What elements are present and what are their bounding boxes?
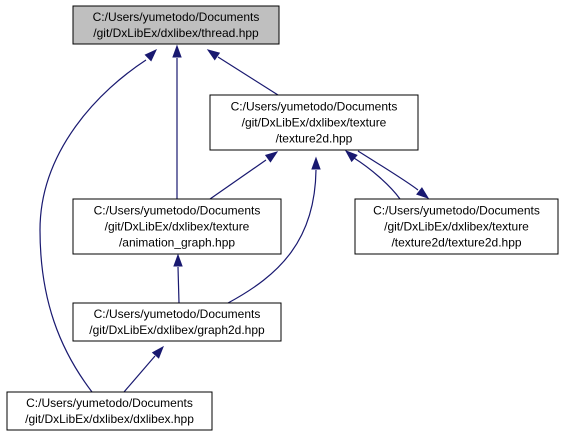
node-label-line: C:/Users/yumetodo/Documents — [26, 396, 193, 410]
edge-arrowhead — [311, 156, 321, 170]
edge-line — [217, 56, 279, 96]
edge-arrowhead — [144, 48, 158, 62]
node-label-line: /git/DxLibEx/dxlibex/texture — [105, 220, 250, 234]
node-label-line: C:/Users/yumetodo/Documents — [94, 307, 261, 321]
node-label-line: /git/DxLibEx/dxlibex/dxlibex.hpp — [25, 412, 194, 426]
edge-line — [357, 150, 419, 191]
edge-texture2d-inner-to-texture2d — [344, 150, 401, 200]
edge-arrowhead — [264, 151, 279, 163]
edge-animation-graph-to-thread — [172, 44, 182, 199]
edge-arrowhead — [206, 49, 221, 61]
node-box — [209, 94, 419, 151]
node-label-line: /texture2d.hpp — [276, 132, 353, 146]
edge-dxlibex-to-graph2d — [123, 345, 164, 393]
node-label-line: /git/DxLibEx/dxlibex/texture — [242, 116, 387, 130]
edge-line — [227, 169, 317, 304]
edge-line — [353, 157, 401, 200]
edge-animation-graph-to-texture2d — [209, 151, 279, 200]
node-box — [72, 198, 282, 255]
edge-arrowhead — [416, 187, 430, 199]
node-dxlibex[interactable]: C:/Users/yumetodo/Documents/git/DxLibEx/… — [6, 391, 213, 431]
node-label-line: /texture2d/texture2d.hpp — [391, 236, 521, 250]
edge-arrowhead — [173, 253, 183, 267]
node-box — [72, 5, 280, 45]
edge-line — [123, 355, 156, 393]
edge-texture2d-to-texture2d-inner — [357, 150, 430, 199]
node-box — [6, 391, 213, 431]
edge-arrowhead — [151, 345, 164, 359]
edge-dxlibex-to-thread — [39, 48, 158, 393]
edge-line — [39, 59, 147, 393]
node-label-line: C:/Users/yumetodo/Documents — [373, 204, 540, 218]
node-label-line: /git/DxLibEx/dxlibex/thread.hpp — [93, 26, 259, 40]
node-label-line: C:/Users/yumetodo/Documents — [93, 10, 260, 24]
node-box — [354, 198, 559, 255]
edge-line — [209, 159, 267, 200]
node-label-line: /animation_graph.hpp — [119, 236, 235, 250]
edge-graph2d-to-texture2d — [227, 156, 321, 304]
node-label-line: C:/Users/yumetodo/Documents — [94, 204, 261, 218]
edge-arrowhead — [172, 44, 182, 58]
edge-line — [177, 266, 180, 304]
edge-graph2d-to-animation-graph — [173, 253, 183, 304]
edge-texture2d-to-thread — [206, 49, 279, 96]
node-label-line: /git/DxLibEx/dxlibex/texture — [384, 220, 529, 234]
edges — [39, 44, 430, 393]
node-thread[interactable]: C:/Users/yumetodo/Documents/git/DxLibEx/… — [72, 5, 280, 45]
node-texture2d[interactable]: C:/Users/yumetodo/Documents/git/DxLibEx/… — [209, 94, 419, 151]
edge-arrowhead — [344, 150, 358, 163]
node-box — [72, 302, 282, 342]
node-animation-graph[interactable]: C:/Users/yumetodo/Documents/git/DxLibEx/… — [72, 198, 282, 255]
node-graph2d[interactable]: C:/Users/yumetodo/Documents/git/DxLibEx/… — [72, 302, 282, 342]
node-texture2d-inner[interactable]: C:/Users/yumetodo/Documents/git/DxLibEx/… — [354, 198, 559, 255]
nodes: C:/Users/yumetodo/Documents/git/DxLibEx/… — [6, 5, 559, 431]
node-label-line: C:/Users/yumetodo/Documents — [231, 100, 398, 114]
node-label-line: /git/DxLibEx/dxlibex/graph2d.hpp — [89, 323, 265, 337]
